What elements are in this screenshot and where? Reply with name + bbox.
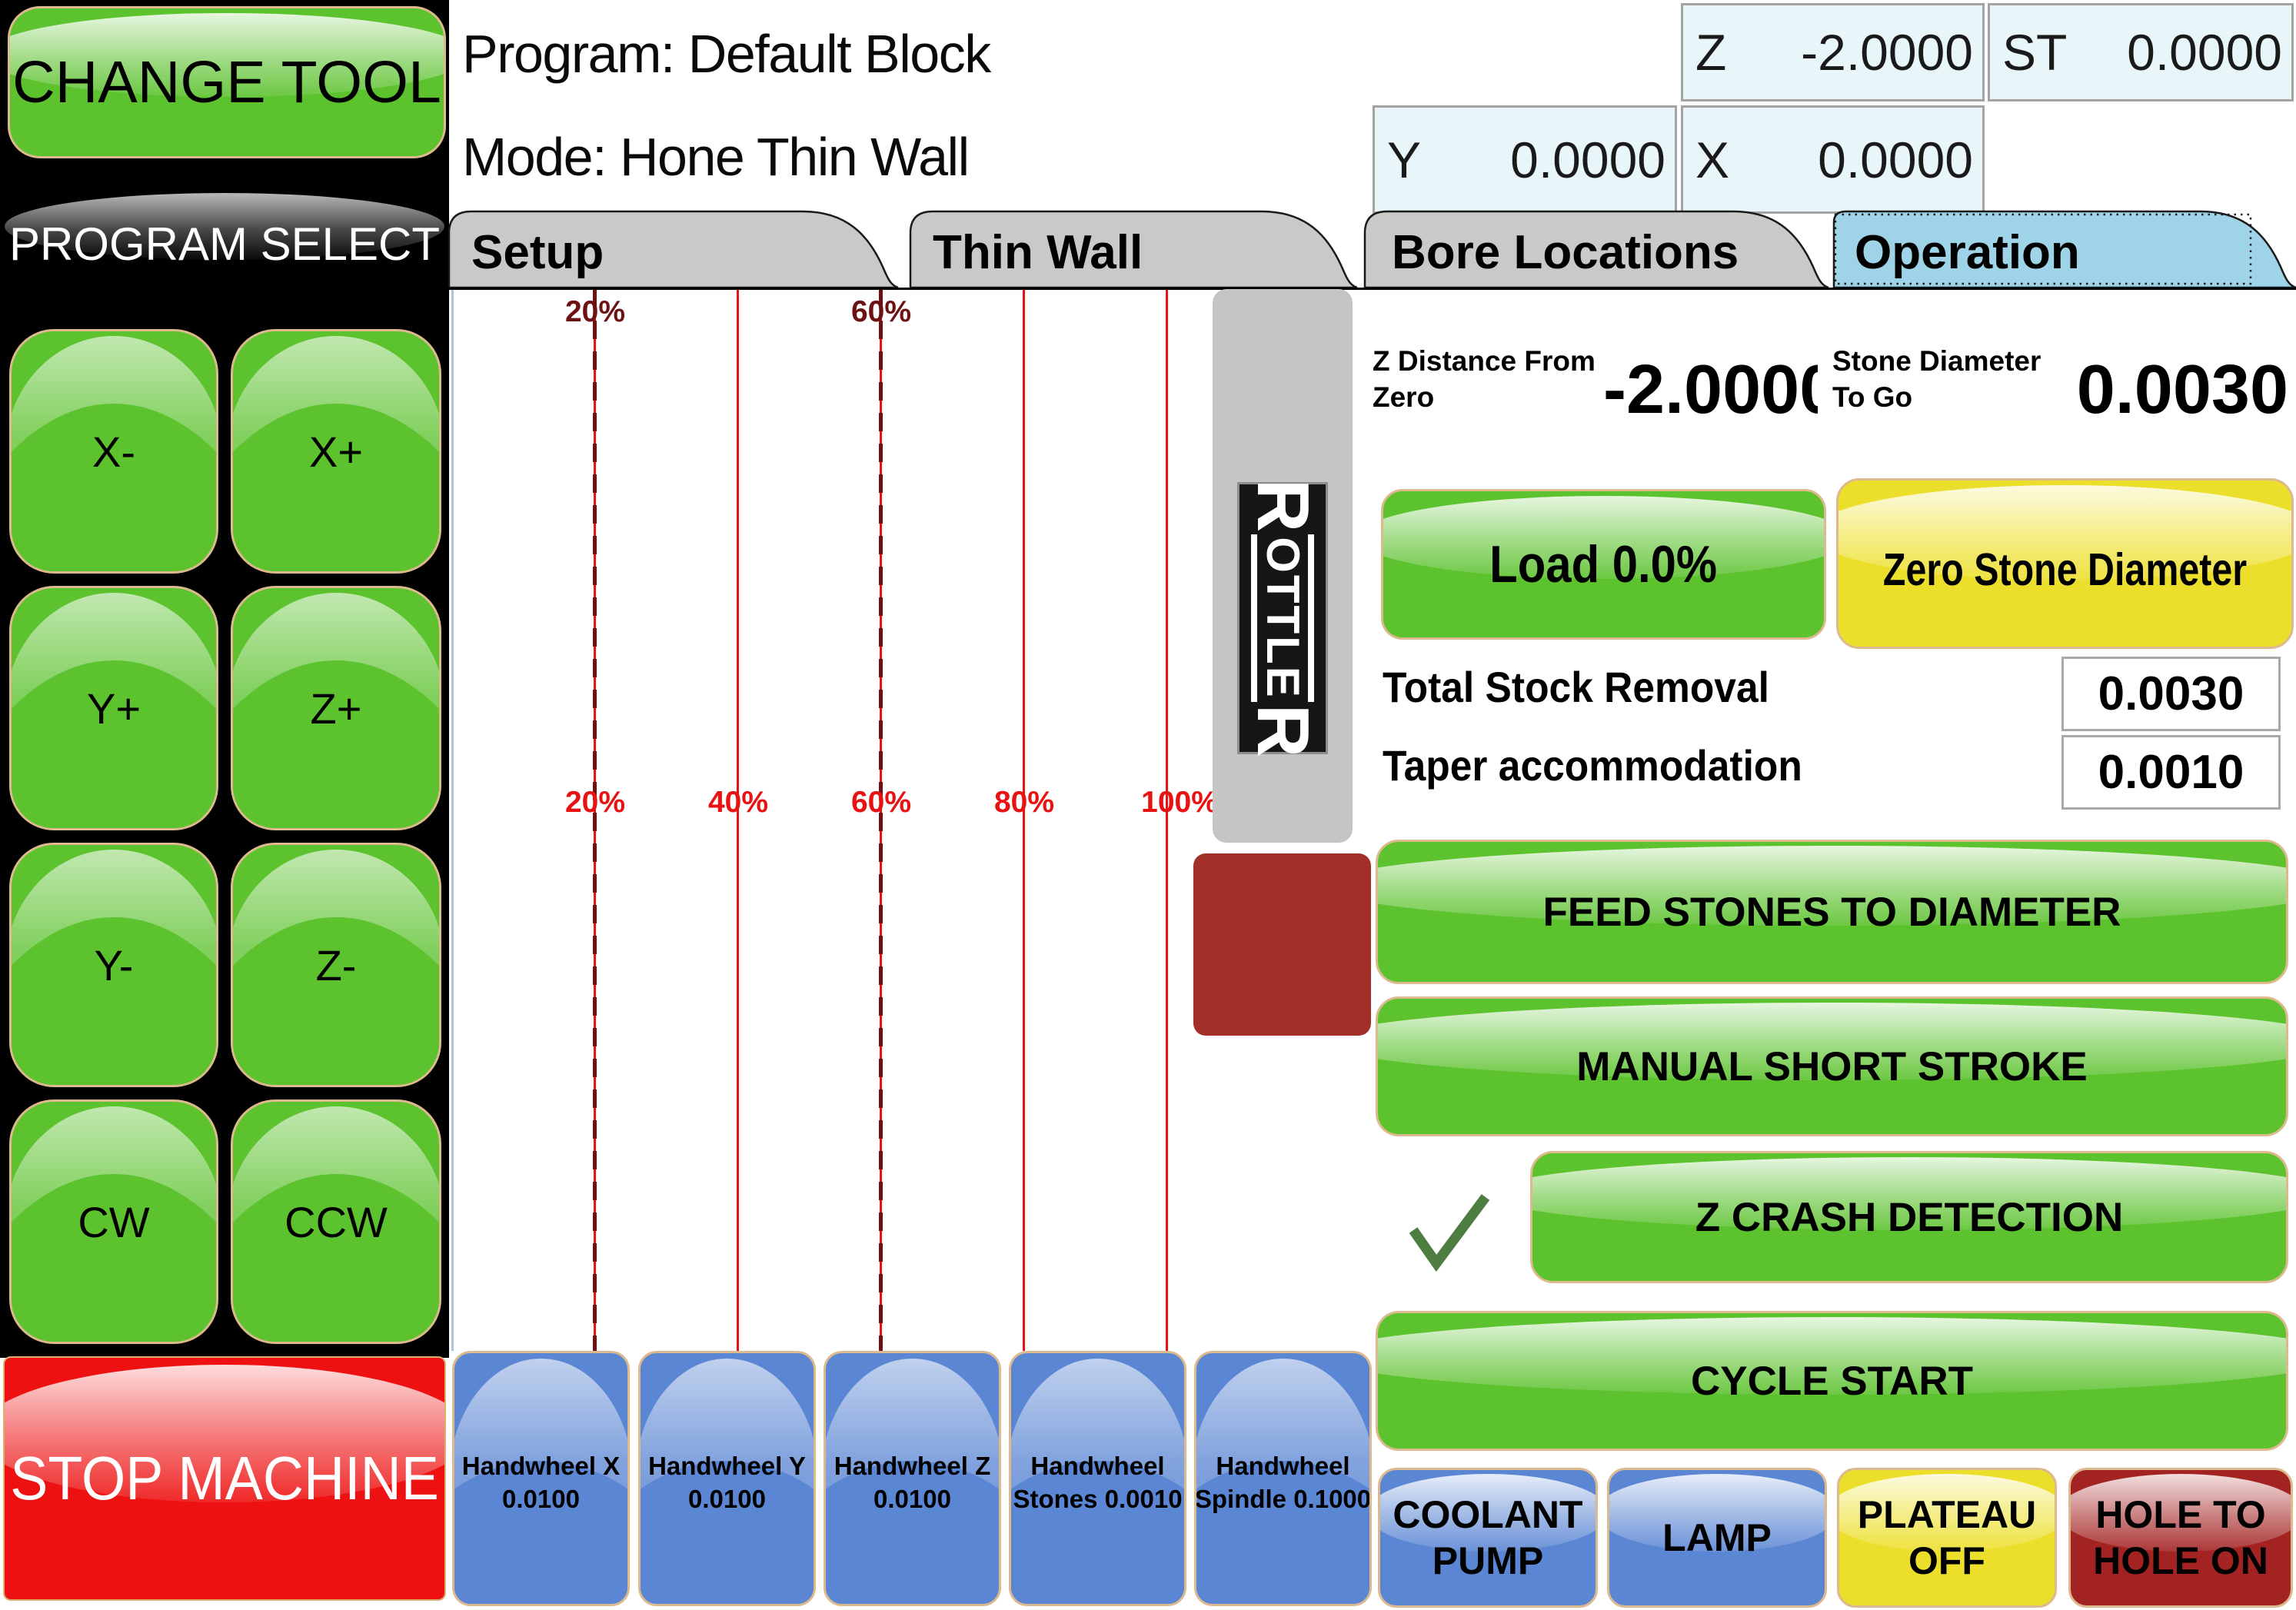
svg-text:Operation: Operation [1855,226,2080,279]
svg-text:Bore Locations: Bore Locations [1392,226,1739,279]
svg-text:Thin Wall: Thin Wall [933,226,1143,279]
svg-text:Setup: Setup [471,226,604,279]
